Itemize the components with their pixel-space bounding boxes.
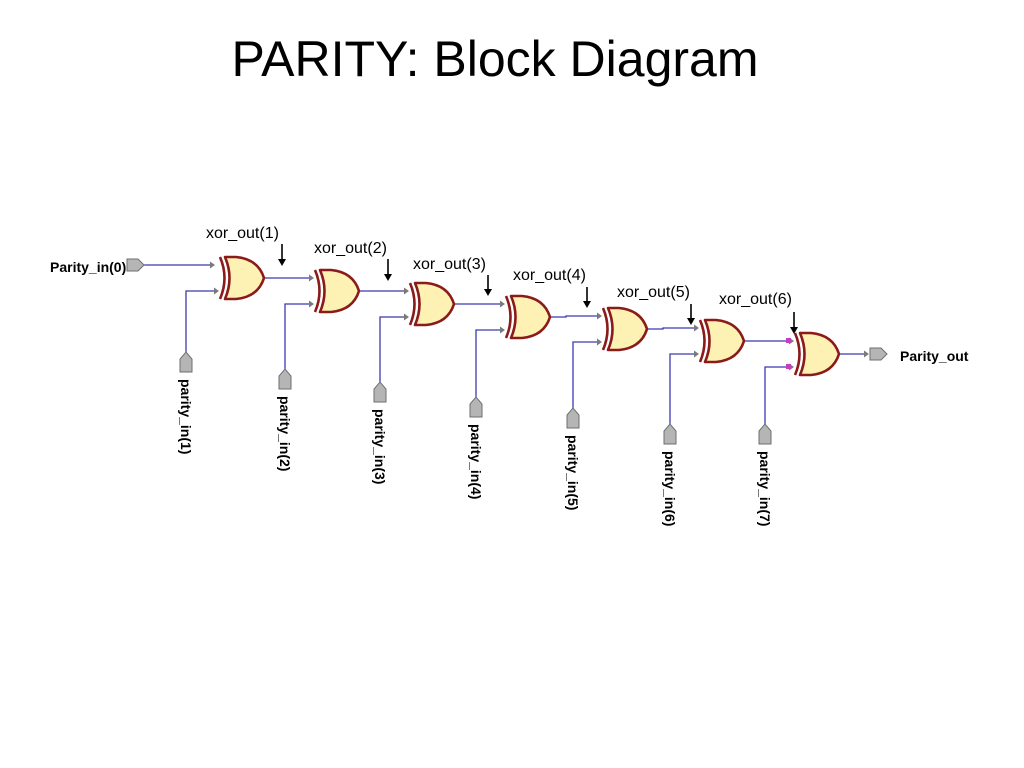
- xor-out-arrow-5-head: [687, 318, 695, 325]
- input-label-parity-in-1: parity_in(1): [178, 379, 194, 454]
- wire-xor-out-4: [550, 315, 599, 318]
- xor-gate-back-curve: [601, 307, 609, 351]
- gates-layer: [218, 255, 841, 377]
- input-label-parity-in-0: Parity_in(0): [50, 259, 126, 275]
- xor-out-label-4: xor_out(4): [513, 267, 586, 284]
- xor-out-arrow-1-head: [278, 259, 286, 266]
- xor-out-arrow-3-head: [484, 289, 492, 296]
- input-port-parity-in-5: [566, 407, 580, 429]
- xor-out-arrow-2-head: [384, 274, 392, 281]
- pin-arrow: [597, 312, 602, 320]
- pin-arrow: [309, 300, 314, 308]
- pin-arrow: [500, 300, 505, 308]
- xor-out-label-1: xor_out(1): [206, 225, 279, 242]
- junction-marker: [786, 364, 791, 369]
- input-label-parity-in-3: parity_in(3): [372, 409, 388, 484]
- pin-arrow: [309, 274, 314, 282]
- wires-layer: [144, 261, 869, 424]
- input-port-parity-in-1: [179, 351, 193, 373]
- page-title: PARITY: Block Diagram: [231, 31, 759, 87]
- xor-gate-3: [408, 281, 456, 327]
- input-label-parity-in-7: parity_in(7): [757, 451, 773, 526]
- input-label-parity-in-6: parity_in(6): [662, 451, 678, 526]
- xor-out-arrow-4-head: [583, 301, 591, 308]
- xor-out-label-6: xor_out(6): [719, 291, 792, 308]
- xor-gate-5: [601, 306, 649, 352]
- xor-gate-7: [793, 331, 841, 377]
- output-label-parity-out: Parity_out: [900, 348, 969, 364]
- xor-gate-body: [606, 306, 649, 352]
- pin-arrow: [597, 338, 602, 346]
- junction-marker: [786, 338, 791, 343]
- input-port-parity-in-4: [469, 396, 483, 418]
- output-port-parity-out: [869, 347, 888, 361]
- xor-gate-6: [698, 318, 746, 364]
- labels-layer: Parity_in(0) Parity_out xor_out(1) xor_out(…: [50, 225, 969, 526]
- input-port-parity-in-2: [278, 368, 292, 390]
- wire-parity-in-4: [475, 329, 502, 397]
- xor-gate-1: [218, 255, 266, 301]
- pin-arrow: [404, 313, 409, 321]
- wire-parity-in-6: [669, 353, 696, 424]
- pin-arrow: [500, 326, 505, 334]
- xor-gate-back-curve: [218, 256, 226, 300]
- xor-out-label-3: xor_out(3): [413, 256, 486, 273]
- xor-gate-body: [413, 281, 456, 327]
- input-label-parity-in-2: parity_in(2): [277, 396, 293, 471]
- xor-gate-body: [509, 294, 552, 340]
- wire-parity-in-5: [572, 341, 599, 408]
- pin-arrow: [864, 350, 869, 358]
- ports-layer: [126, 258, 888, 445]
- pin-arrow: [214, 287, 219, 295]
- wire-parity-in-7: [764, 366, 791, 424]
- xor-gate-back-curve: [698, 319, 706, 363]
- pin-arrow: [404, 287, 409, 295]
- xor-gate-body: [318, 268, 361, 314]
- wire-xor-out-5: [647, 327, 696, 330]
- xor-gate-back-curve: [793, 332, 801, 376]
- xor-gate-body: [798, 331, 841, 377]
- xor-gate-back-curve: [313, 269, 321, 313]
- input-port-parity-in-6: [663, 423, 677, 445]
- pin-arrow: [210, 261, 215, 269]
- xor-gate-body: [223, 255, 266, 301]
- xor-gate-back-curve: [504, 295, 512, 339]
- input-label-parity-in-5: parity_in(5): [565, 435, 581, 510]
- xor-out-label-5: xor_out(5): [617, 284, 690, 301]
- xor-gate-body: [703, 318, 746, 364]
- xor-out-arrow-6-head: [790, 327, 798, 334]
- wire-parity-in-3: [379, 316, 406, 382]
- wire-parity-in-2: [284, 303, 311, 369]
- input-port-parity-in-0: [126, 258, 145, 272]
- xor-gate-back-curve: [408, 282, 416, 326]
- xor-out-label-2: xor_out(2): [314, 240, 387, 257]
- pin-arrow: [694, 350, 699, 358]
- wire-parity-in-1: [185, 290, 216, 352]
- xor-gate-2: [313, 268, 361, 314]
- input-port-parity-in-7: [758, 423, 772, 445]
- xor-gate-4: [504, 294, 552, 340]
- input-label-parity-in-4: parity_in(4): [468, 424, 484, 499]
- pin-arrow: [694, 324, 699, 332]
- input-port-parity-in-3: [373, 381, 387, 403]
